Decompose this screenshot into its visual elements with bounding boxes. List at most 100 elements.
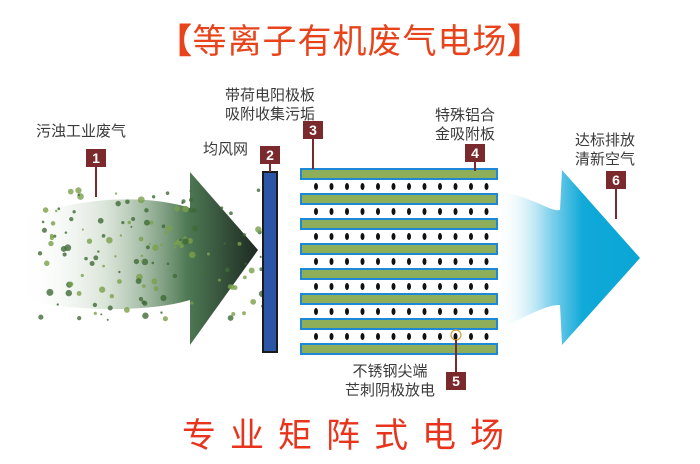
- pollutant-particle: [118, 270, 121, 274]
- callout-5-line-2: 芒刺阴极放电: [345, 381, 436, 399]
- pollutant-particle: [149, 220, 154, 225]
- cathode-needle: [329, 183, 334, 190]
- pollutant-particle: [42, 207, 49, 213]
- cathode-needle: [453, 208, 458, 215]
- cathode-needle: [314, 183, 318, 190]
- pollutant-particle: [121, 220, 125, 225]
- pollutant-particle: [101, 234, 106, 238]
- pollutant-particle: [80, 273, 84, 278]
- cathode-needle: [360, 258, 365, 265]
- cathode-needle: [407, 333, 411, 340]
- pollutant-particle: [189, 189, 192, 193]
- pollutant-particle: [114, 192, 118, 195]
- callout-5-badge: 5: [446, 372, 466, 390]
- cathode-needle: [345, 283, 349, 290]
- diagram-footer: 专业矩阵式电场: [182, 416, 518, 456]
- cathode-needle: [360, 333, 365, 340]
- pollutant-particle: [41, 220, 45, 224]
- cathode-needle: [376, 208, 380, 215]
- cathode-needle: [345, 208, 349, 215]
- pollutant-particle: [72, 210, 76, 214]
- pollutant-particle: [76, 291, 82, 296]
- cathode-needle: [376, 233, 380, 240]
- cathode-needle: [345, 333, 349, 340]
- pollutant-particle: [137, 196, 145, 204]
- pollutant-particle: [50, 221, 56, 226]
- collector-plate: [300, 293, 498, 305]
- pollutant-particle: [206, 252, 211, 256]
- pollutant-particle: [160, 243, 163, 247]
- cathode-needle: [438, 333, 442, 340]
- cathode-needle: [345, 183, 349, 190]
- callout-6-badge: 6: [606, 171, 626, 189]
- pollutant-particle: [166, 225, 173, 232]
- pollutant-particle: [203, 271, 207, 275]
- cathode-needle: [422, 333, 427, 340]
- cathode-needle: [469, 208, 473, 215]
- pollutant-particle: [56, 303, 59, 306]
- cathode-needle: [407, 308, 411, 315]
- cathode-needle: [360, 308, 365, 315]
- callout-4-badge: 4: [465, 144, 485, 162]
- cathode-needle: [438, 233, 442, 240]
- callout-6-line-1: 达标排放: [575, 131, 636, 149]
- cathode-needle: [329, 333, 334, 340]
- cathode-needle: [360, 283, 365, 290]
- cathode-needle: [360, 208, 365, 215]
- cathode-needle: [360, 183, 365, 190]
- pollutant-particle: [77, 193, 80, 197]
- collector-plate: [300, 168, 498, 180]
- cathode-needle: [391, 283, 396, 290]
- collector-plates: [300, 168, 498, 355]
- cathode-needle: [469, 258, 473, 265]
- cathode-needle: [376, 333, 380, 340]
- pollutant-particle: [242, 233, 246, 237]
- pollutant-particle: [144, 208, 149, 213]
- pollutant-particle: [93, 255, 99, 261]
- cathode-needle: [407, 208, 411, 215]
- cathode-needle: [484, 183, 489, 190]
- cathode-needle: [453, 308, 458, 315]
- callout-6-line-2: 清新空气: [575, 150, 636, 168]
- pollutant-particle: [145, 245, 150, 250]
- pollutant-particle: [141, 258, 149, 266]
- pollutant-particle: [182, 238, 189, 245]
- cathode-needle: [484, 258, 489, 265]
- cathode-needle: [438, 183, 442, 190]
- callout-1-label: 污浊工业废气: [36, 122, 126, 141]
- pollutant-particle: [220, 206, 224, 210]
- pollutant-particle: [172, 273, 178, 279]
- cathode-needle: [484, 333, 489, 340]
- pollutant-particle: [173, 246, 176, 249]
- pollutant-particle: [229, 284, 235, 290]
- callout-3-line-1: 带荷电阳极板: [225, 86, 316, 104]
- pollutant-particle: [106, 318, 109, 321]
- cathode-needle: [438, 308, 442, 315]
- cathode-needle: [391, 208, 396, 215]
- cathode-needle: [391, 233, 396, 240]
- pollutant-particle: [179, 238, 182, 242]
- collector-plate: [300, 243, 498, 255]
- pollutant-particle: [250, 298, 257, 305]
- cathode-needle: [345, 233, 349, 240]
- pollutant-particle: [138, 236, 144, 242]
- pollutant-particle: [75, 187, 82, 194]
- title-close-bracket: 】: [507, 22, 543, 62]
- pollutant-particle: [106, 236, 113, 244]
- pollutant-particle: [188, 207, 195, 213]
- pollutant-particle: [140, 260, 143, 263]
- pollutant-particle: [125, 199, 130, 205]
- pollutant-particle: [152, 244, 159, 251]
- cathode-needle: [469, 233, 473, 240]
- pollutant-particle: [200, 190, 204, 194]
- pollutant-particle: [102, 264, 105, 268]
- cathode-needle: [407, 233, 411, 240]
- pollutant-particle: [259, 255, 262, 258]
- title-text: 等离子有机废气电场: [192, 22, 508, 62]
- cathode-needle: [453, 333, 458, 340]
- cathode-needle: [391, 333, 396, 340]
- callout-3-badge: 3: [303, 121, 323, 139]
- pollutant-particle: [160, 311, 163, 314]
- callout-5-label: 不锈钢尖端 芒刺阴极放电: [345, 362, 435, 400]
